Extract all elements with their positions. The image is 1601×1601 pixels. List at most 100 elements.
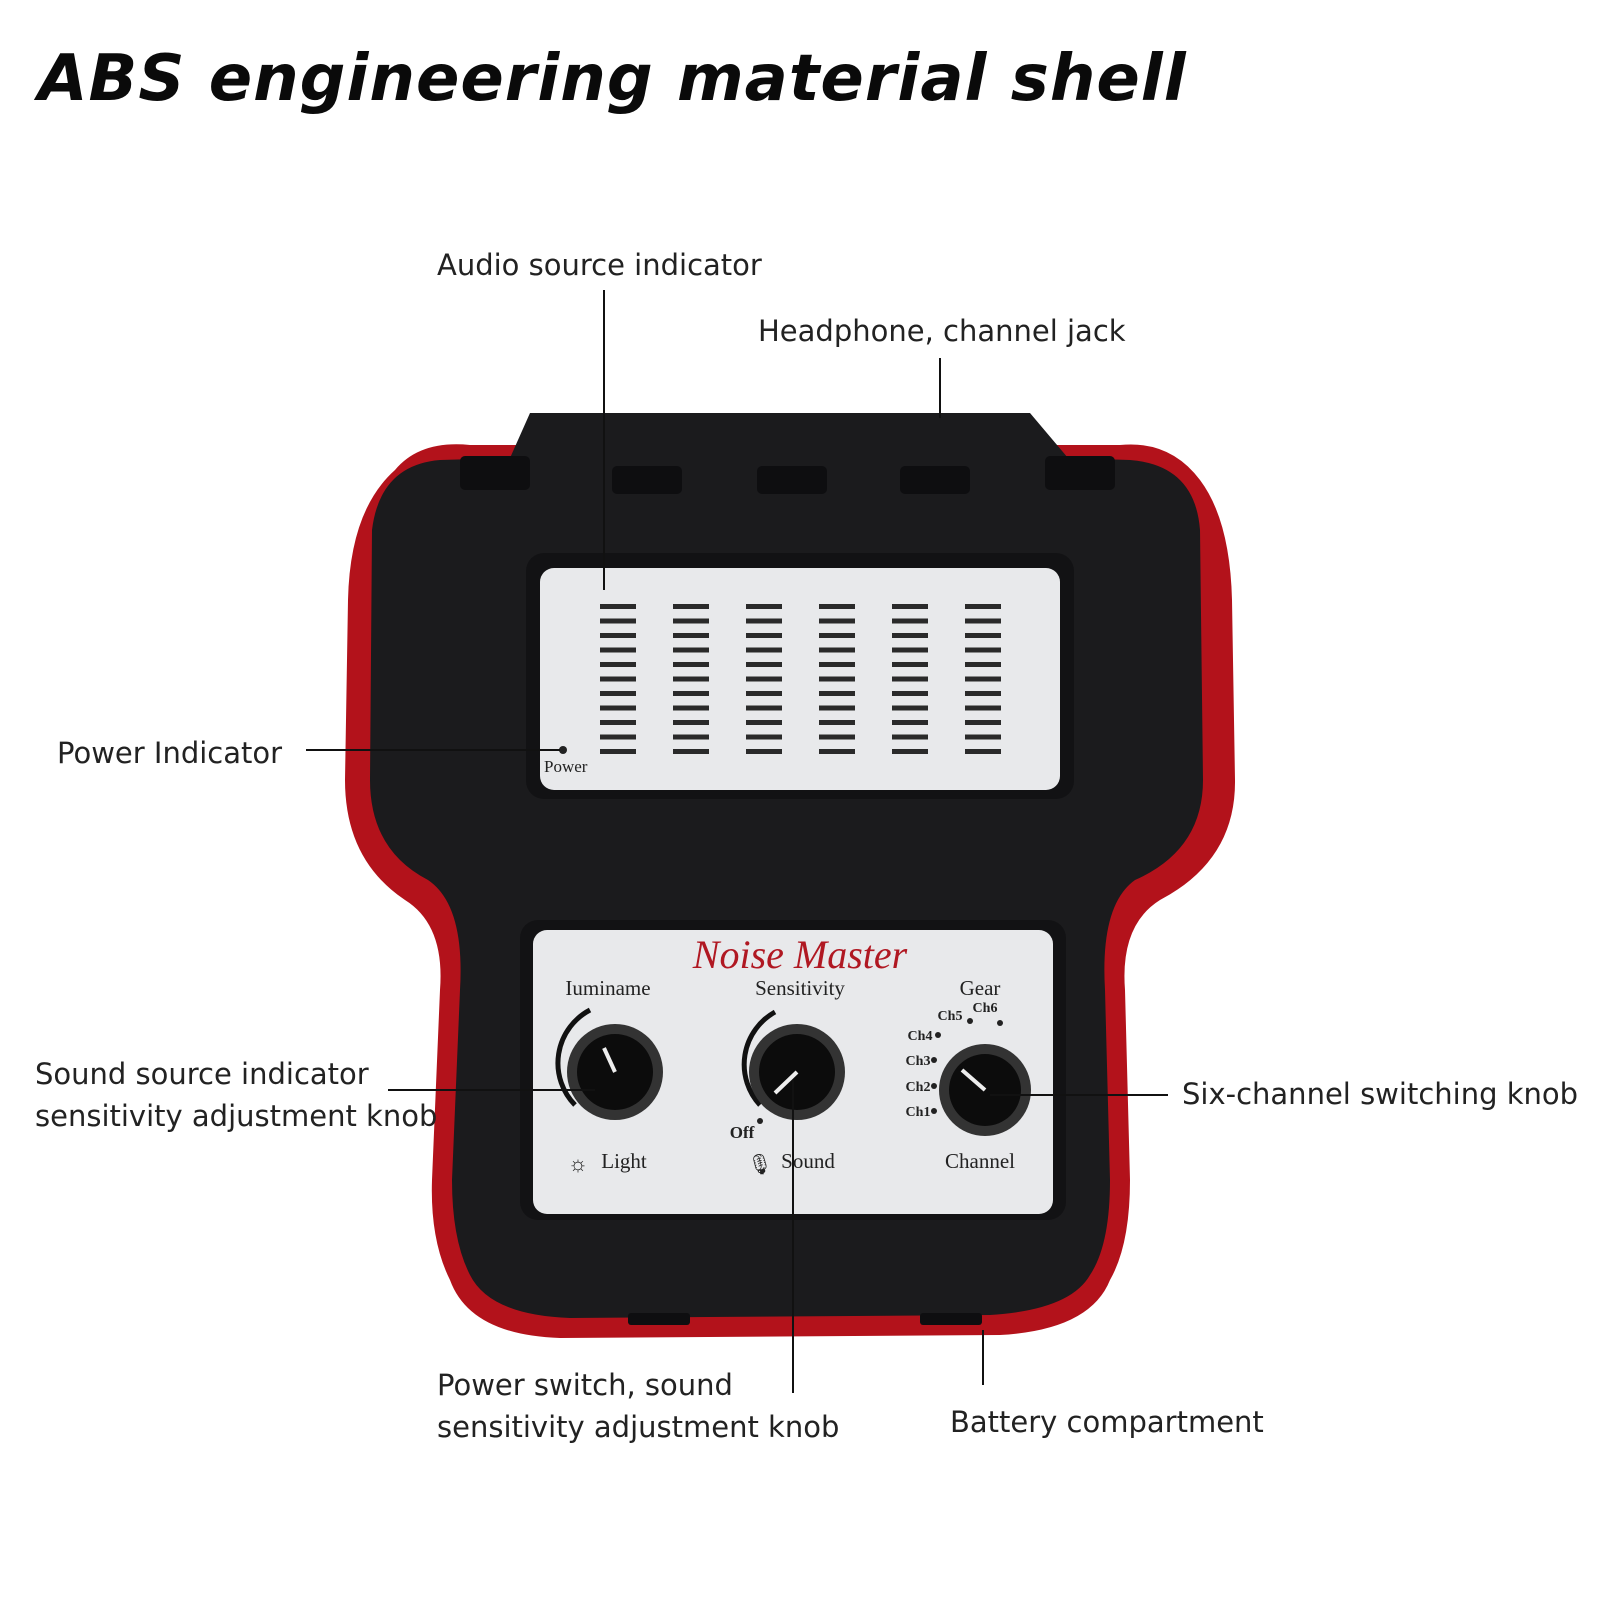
led-segment (965, 662, 1001, 667)
indicator-panel (540, 568, 1060, 790)
led-segment (673, 691, 709, 696)
knob-mid-bottom-label: Sound (781, 1149, 835, 1173)
led-segment (819, 618, 855, 624)
led-segment (892, 604, 928, 609)
led-segment (819, 720, 855, 725)
led-segment (965, 749, 1001, 754)
led-segment (600, 720, 636, 725)
channel-label-5: Ch5 (938, 1009, 963, 1024)
led-segment (746, 618, 782, 624)
channel-dot-2 (931, 1083, 937, 1089)
channel-dot-3 (931, 1057, 937, 1063)
callout-battery-compartment: Battery compartment (950, 1405, 1264, 1439)
knob-left-label: Iuminame (565, 976, 650, 1000)
led-segment (600, 691, 636, 696)
led-segment (600, 662, 636, 667)
led-segment (746, 749, 782, 754)
channel-label-6: Ch6 (973, 1001, 998, 1016)
led-segment (673, 734, 709, 740)
led-segment (673, 676, 709, 682)
led-segment (673, 618, 709, 624)
callout-lines (306, 290, 1168, 1393)
microphone-icon: 🎙 (747, 1154, 772, 1176)
channel-label-3: Ch3 (906, 1054, 931, 1069)
channel-dot-6 (997, 1020, 1003, 1026)
led-segment (746, 662, 782, 667)
knob-right-label: Gear (960, 976, 1001, 1000)
led-segment (746, 720, 782, 725)
led-segment (600, 749, 636, 754)
led-segment (965, 705, 1001, 711)
led-segment (600, 618, 636, 624)
led-segment (965, 618, 1001, 624)
callout-audio-source-indicator: Audio source indicator (437, 248, 762, 282)
power-led (559, 746, 567, 754)
led-segment (673, 647, 709, 653)
led-segment (746, 734, 782, 740)
led-segment (892, 676, 928, 682)
knob-mid-label: Sensitivity (755, 976, 845, 1000)
led-segment (892, 705, 928, 711)
led-segment (600, 734, 636, 740)
knob-right-bottom-label: Channel (945, 1149, 1015, 1173)
bottom-clips (628, 1313, 982, 1325)
led-segment (965, 691, 1001, 696)
top-clips (460, 456, 1115, 494)
led-segment (746, 647, 782, 653)
led-segment (746, 633, 782, 638)
led-segment (673, 604, 709, 609)
led-segment (892, 633, 928, 638)
callout-power-switch-line1: Power switch, sound (437, 1368, 733, 1402)
led-segment (746, 604, 782, 609)
channel-dot-5 (967, 1018, 973, 1024)
knob-left-bottom-label: Light (601, 1149, 647, 1173)
led-segment (965, 720, 1001, 725)
led-segment (819, 749, 855, 754)
led-segment (819, 734, 855, 740)
led-segment (892, 734, 928, 740)
channel-dot-4 (935, 1032, 941, 1038)
led-segment (965, 676, 1001, 682)
led-segment (892, 618, 928, 624)
led-segment (746, 691, 782, 696)
callout-power-switch-line2: sensitivity adjustment knob (437, 1410, 840, 1444)
led-segment (965, 604, 1001, 609)
led-segment (819, 633, 855, 638)
channel-label-2: Ch2 (906, 1080, 931, 1095)
page-title: ABS engineering material shell (38, 42, 1187, 116)
led-segment (746, 705, 782, 711)
led-segment (600, 604, 636, 609)
led-segment (819, 691, 855, 696)
led-segment (673, 705, 709, 711)
channel-label-4: Ch4 (908, 1029, 933, 1044)
led-segment (673, 749, 709, 754)
knob-mid-off-dot (757, 1118, 763, 1124)
channel-label-1: Ch1 (906, 1105, 931, 1120)
callout-six-channel-knob: Six-channel switching knob (1182, 1077, 1579, 1111)
led-segment (892, 720, 928, 725)
led-segment (673, 633, 709, 638)
led-segment (819, 705, 855, 711)
brand-name: Noise Master (692, 932, 908, 977)
knob-mid-arc (741, 1009, 777, 1107)
knob-left-arc (555, 1007, 592, 1107)
channel-knob[interactable] (939, 1044, 1031, 1136)
led-segment (892, 662, 928, 667)
illumination-knob[interactable] (567, 1024, 663, 1120)
led-segment (819, 662, 855, 667)
sensitivity-knob[interactable] (749, 1024, 845, 1120)
led-segment (600, 647, 636, 653)
led-segment (600, 676, 636, 682)
audio-source-led-bars (600, 604, 1001, 754)
led-segment (892, 749, 928, 754)
callout-headphone-jack: Headphone, channel jack (758, 314, 1126, 348)
led-segment (819, 604, 855, 609)
led-segment (673, 662, 709, 667)
led-segment (600, 633, 636, 638)
led-segment (892, 647, 928, 653)
callout-sound-source-knob-line2: sensitivity adjustment knob (35, 1099, 438, 1133)
light-icon: ☼ (568, 1151, 588, 1176)
led-segment (892, 691, 928, 696)
led-segment (600, 705, 636, 711)
